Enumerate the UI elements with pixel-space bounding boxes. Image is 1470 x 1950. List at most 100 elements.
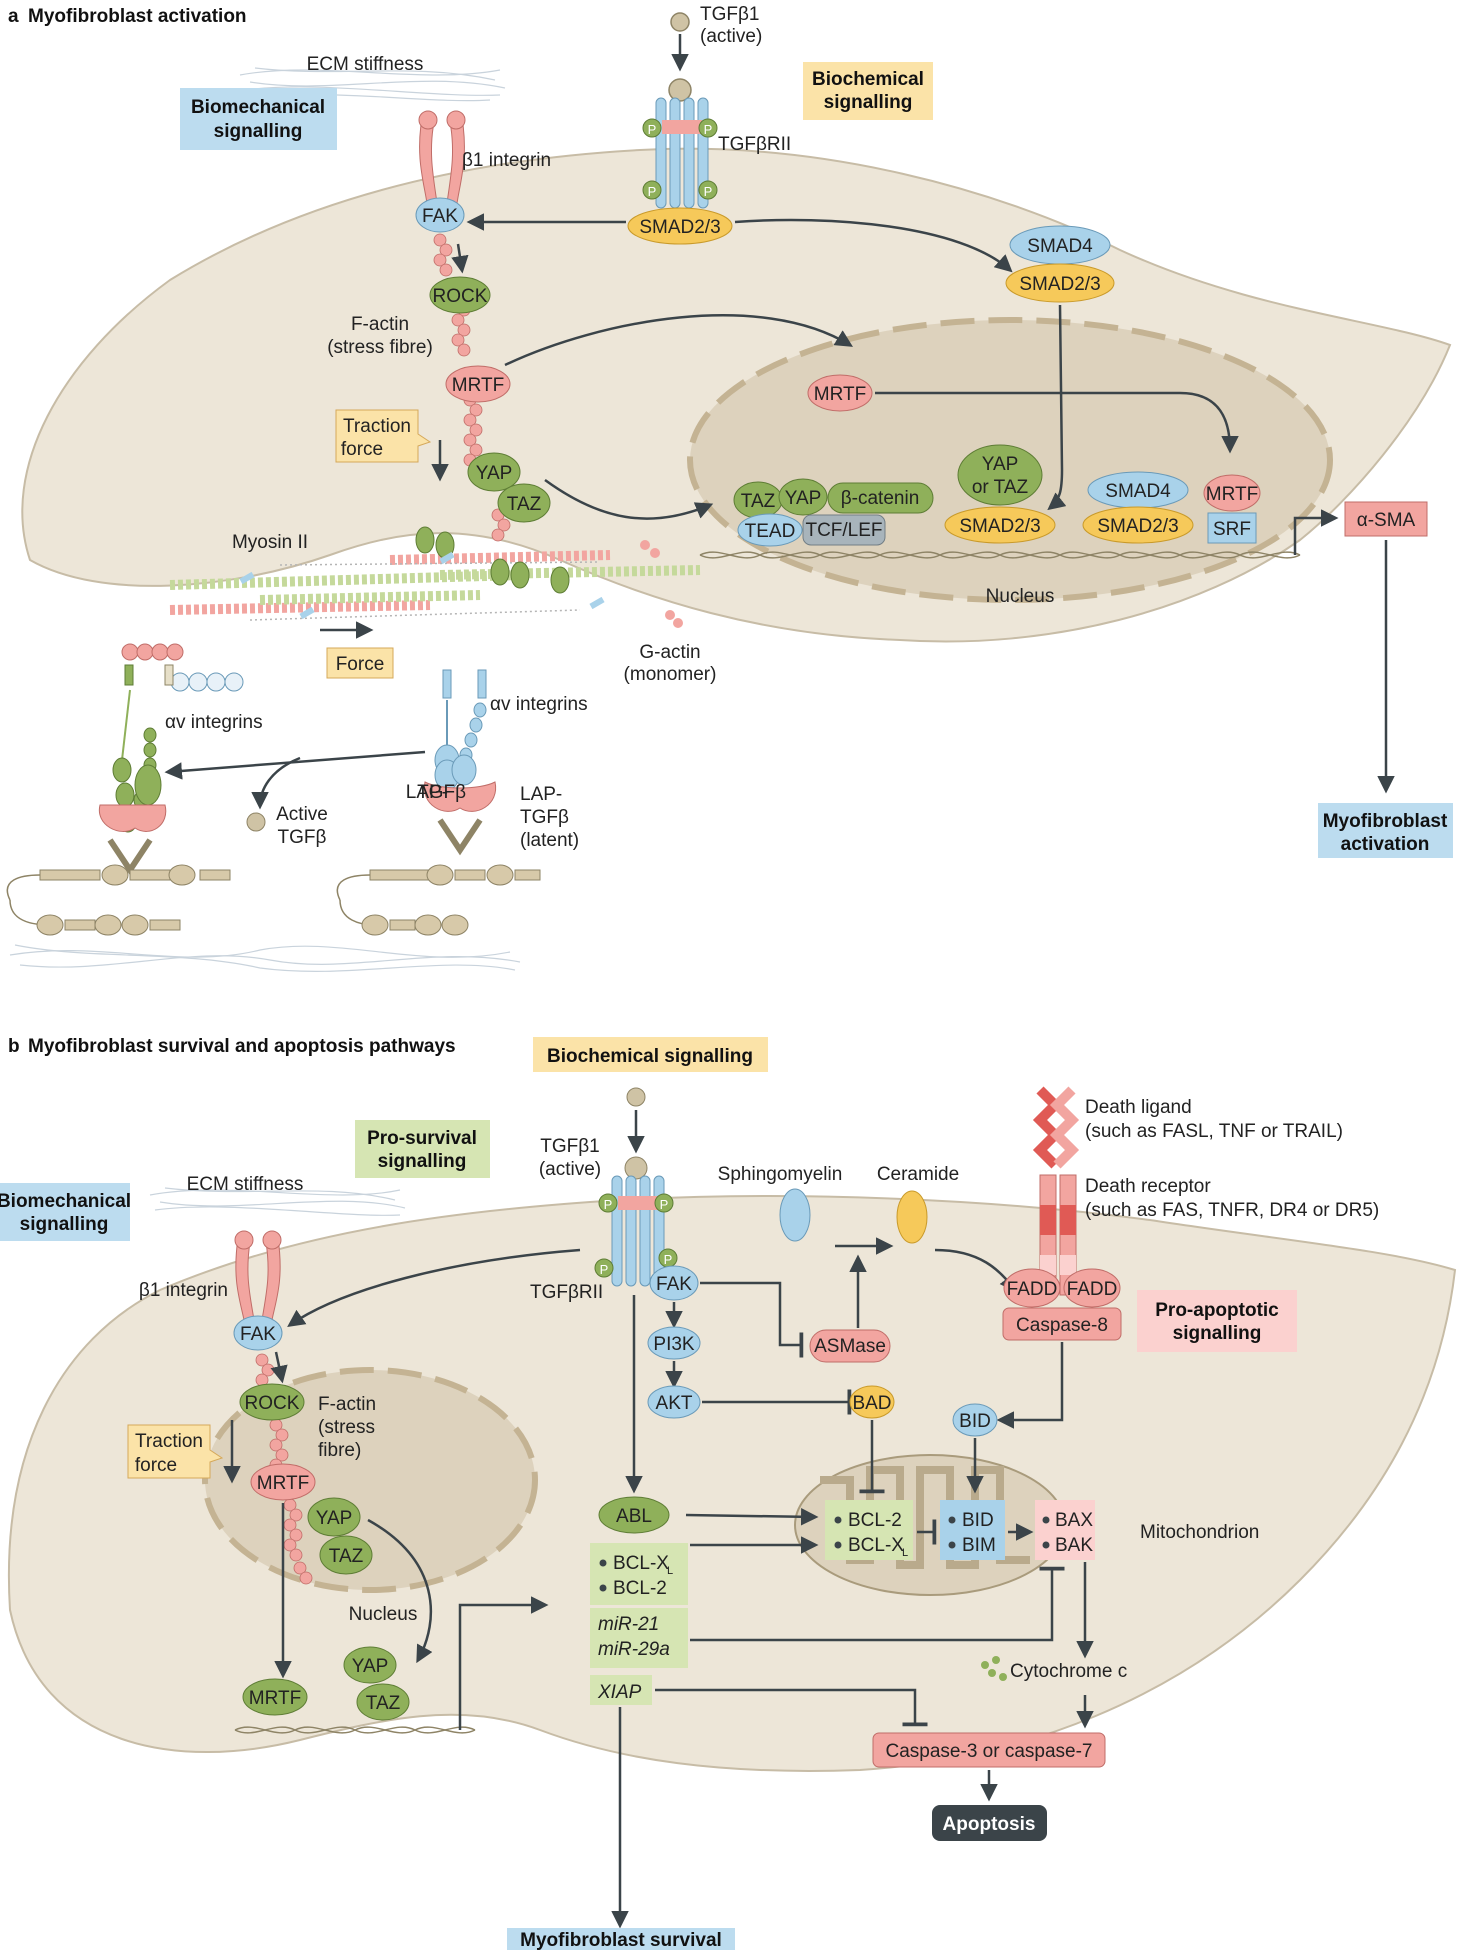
b1-integrin-b xyxy=(234,1230,282,1321)
proapoptotic-label-1: Pro-apoptotic xyxy=(1155,1300,1279,1321)
tgfb1-label-b1: TGFβ1 xyxy=(540,1136,600,1157)
biochemical-box-b xyxy=(533,1037,768,1072)
ecm-stiffness-label-b: ECM stiffness xyxy=(187,1174,304,1195)
taz-node-a xyxy=(497,483,551,523)
active-tgfb-label-2: TGFβ xyxy=(278,827,327,848)
cytochrome-c-dots xyxy=(981,1656,1007,1681)
lap-tgfb-label-1: LAP- xyxy=(406,782,448,803)
fak-label-b: FAK xyxy=(240,1324,276,1345)
bclxl-survival-sub: L xyxy=(667,1565,673,1577)
death-receptor-label-1: Death receptor xyxy=(1085,1176,1211,1197)
bcatenin-node-a xyxy=(827,482,934,514)
fadd-label-2: FADD xyxy=(1067,1279,1118,1300)
death-ligand-label-1: Death ligand xyxy=(1085,1097,1192,1118)
stress-fibres-a xyxy=(169,526,701,628)
tgfb1-label-b2: (active) xyxy=(539,1159,601,1180)
survival-label: Myofibroblast survival xyxy=(520,1930,722,1950)
proapoptotic-box xyxy=(1137,1290,1297,1352)
nuc-mrtf2-node xyxy=(1203,474,1261,512)
b1-integrin-label-b: β1 integrin xyxy=(139,1280,228,1301)
fadd-node-2 xyxy=(1063,1268,1121,1308)
srf-node-a xyxy=(1207,512,1257,544)
myosin-label-a: Myosin II xyxy=(232,532,308,553)
nuc-mrtf-node-a xyxy=(807,374,873,412)
force-box-a xyxy=(326,647,394,679)
tgfbrii-label-b: TGFβRII xyxy=(530,1282,603,1303)
xiap-label: XIAP xyxy=(597,1682,642,1703)
panel-a-letter: a xyxy=(8,6,19,27)
tgfbrii-label-a: TGFβRII xyxy=(718,134,791,155)
biochemical-label-a1: Biochemical xyxy=(812,69,924,90)
nuc-yap-label-b: YAP xyxy=(352,1656,389,1677)
f-actin-label-b2: (stress xyxy=(318,1417,375,1438)
nuc-smad23b-label: SMAD2/3 xyxy=(1097,516,1178,537)
ceramide-label: Ceramide xyxy=(877,1164,959,1185)
survival-box xyxy=(507,1928,735,1950)
traction-label-b2: force xyxy=(135,1455,177,1476)
mito-bclxl-sub: L xyxy=(902,1547,908,1559)
nuc-mrtf-label-b: MRTF xyxy=(249,1688,301,1709)
f-actin-label-a1: F-actin xyxy=(351,314,409,335)
sphingomyelin-label: Sphingomyelin xyxy=(718,1164,843,1185)
rock-node-a xyxy=(429,276,491,314)
dna-b xyxy=(234,1726,476,1734)
lap-tgfb-text-3: (latent) xyxy=(520,830,579,851)
tcflef-node-a xyxy=(802,514,886,546)
nuc-yap-node-a xyxy=(778,478,828,516)
bcl2-survival-label: BCL-2 xyxy=(613,1578,667,1599)
taz-label-a: TAZ xyxy=(507,494,542,515)
nucleus-label-b: Nucleus xyxy=(349,1604,418,1625)
nucleus-b xyxy=(202,1367,538,1593)
mir21-label: miR-21 xyxy=(598,1614,659,1635)
nuc-mrtf-node-b xyxy=(242,1678,308,1716)
cytochrome-label: Cytochrome c xyxy=(1010,1661,1127,1682)
nuc-smad23a-node xyxy=(944,506,1056,544)
nuc-taz-label-a: TAZ xyxy=(741,491,776,512)
f-actin-label-a2: (stress fibre) xyxy=(327,337,433,358)
apoptosis-box xyxy=(932,1805,1047,1841)
nuc-smad4-label: SMAD4 xyxy=(1105,481,1171,502)
nuc-yap-label-a: YAP xyxy=(785,488,822,509)
dna-a xyxy=(699,551,1301,559)
apoptosis-label: Apoptosis xyxy=(943,1814,1036,1835)
akt-node xyxy=(647,1385,701,1419)
smad23-complex-label-a: SMAD2/3 xyxy=(1019,274,1100,295)
yap-node-a xyxy=(467,452,521,492)
asma-label: α-SMA xyxy=(1357,510,1416,531)
fadd-node-1 xyxy=(1003,1268,1061,1308)
yap-label-a: YAP xyxy=(476,463,513,484)
asmase-node xyxy=(809,1329,891,1363)
mito-bid-box xyxy=(940,1500,1005,1560)
smad23-label-a: SMAD2/3 xyxy=(639,217,720,238)
tgfb1-ligand-a xyxy=(670,12,690,32)
nuc-smad23b-node xyxy=(1082,506,1194,544)
yap-or-taz-label-2: or TAZ xyxy=(972,477,1029,498)
caspase8-label: Caspase-8 xyxy=(1016,1315,1108,1336)
activation-box xyxy=(1318,803,1453,858)
ecm-fibres-top xyxy=(239,67,506,102)
av-integrins-right-label: αv integrins xyxy=(490,694,588,715)
activation-label-2: activation xyxy=(1341,834,1430,855)
rock-label-b: ROCK xyxy=(245,1393,300,1414)
mrtf-label-a: MRTF xyxy=(452,375,504,396)
mito-bcl2-label: BCL-2 xyxy=(848,1510,902,1531)
pi3k-label: PI3K xyxy=(653,1334,695,1355)
av-integrin-right-a xyxy=(423,669,497,856)
traction-label-a2: force xyxy=(341,439,383,460)
bid-top-node xyxy=(952,1403,998,1437)
mir-box xyxy=(590,1608,688,1668)
tgfbrii-receptor-b xyxy=(594,1156,678,1287)
force-label-a: Force xyxy=(336,654,385,675)
panel-b: b Myofibroblast survival and apoptosis p… xyxy=(0,1036,1457,1950)
nuc-taz-node-b xyxy=(356,1683,410,1721)
biomechanical-label-b2: signalling xyxy=(20,1214,109,1235)
mito-bax-box xyxy=(1035,1500,1095,1560)
mito-bak-label: BAK xyxy=(1055,1535,1093,1556)
bad-label: BAD xyxy=(852,1393,891,1414)
panel-b-title: Myofibroblast survival and apoptosis pat… xyxy=(28,1036,456,1057)
p-label-a4: P xyxy=(704,184,713,199)
mitochondrion-label: Mitochondrion xyxy=(1140,1522,1259,1543)
xiap-box xyxy=(590,1675,652,1705)
biochemical-label-b: Biochemical signalling xyxy=(547,1046,753,1067)
